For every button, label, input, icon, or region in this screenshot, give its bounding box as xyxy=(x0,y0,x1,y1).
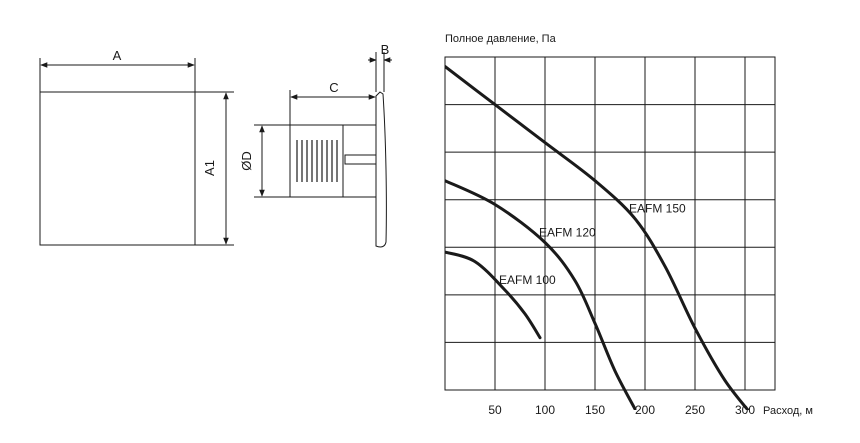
motor-housing xyxy=(289,124,344,198)
vent-slots xyxy=(296,140,338,182)
dim-a1-label: A1 xyxy=(202,160,217,176)
front-panel xyxy=(39,91,196,246)
x-tick-label: 100 xyxy=(535,403,555,417)
series-label: EAFM 120 xyxy=(539,226,596,240)
x-tick-label: 300 xyxy=(735,403,755,417)
dim-a-label: A xyxy=(113,48,122,63)
dim-b-label: B xyxy=(381,42,390,57)
series-label: EAFM 100 xyxy=(499,273,556,287)
x-tick-label: 250 xyxy=(685,403,705,417)
shaft xyxy=(344,154,377,165)
series-line xyxy=(445,65,750,410)
pressure-flow-chart: 50 100 150 200 250 300 Полное давление, Па Расх… xyxy=(444,33,813,417)
dim-d-label: ØD xyxy=(239,151,254,171)
series-line xyxy=(445,250,542,340)
plot-frame xyxy=(444,56,776,391)
chart-grid xyxy=(444,56,776,391)
series-label: EAFM 150 xyxy=(629,202,686,216)
panel-profile xyxy=(375,91,387,248)
dim-c-label: C xyxy=(329,80,338,95)
x-tick-label: 50 xyxy=(488,403,502,417)
x-tick-label: 200 xyxy=(635,403,655,417)
front-view xyxy=(39,58,234,246)
x-tick-label: 150 xyxy=(585,403,605,417)
series-line xyxy=(445,179,637,410)
y-axis-label: Полное давление, Па xyxy=(445,33,557,45)
side-view xyxy=(254,52,392,248)
x-axis-label: Расход, м xyxy=(763,405,813,417)
